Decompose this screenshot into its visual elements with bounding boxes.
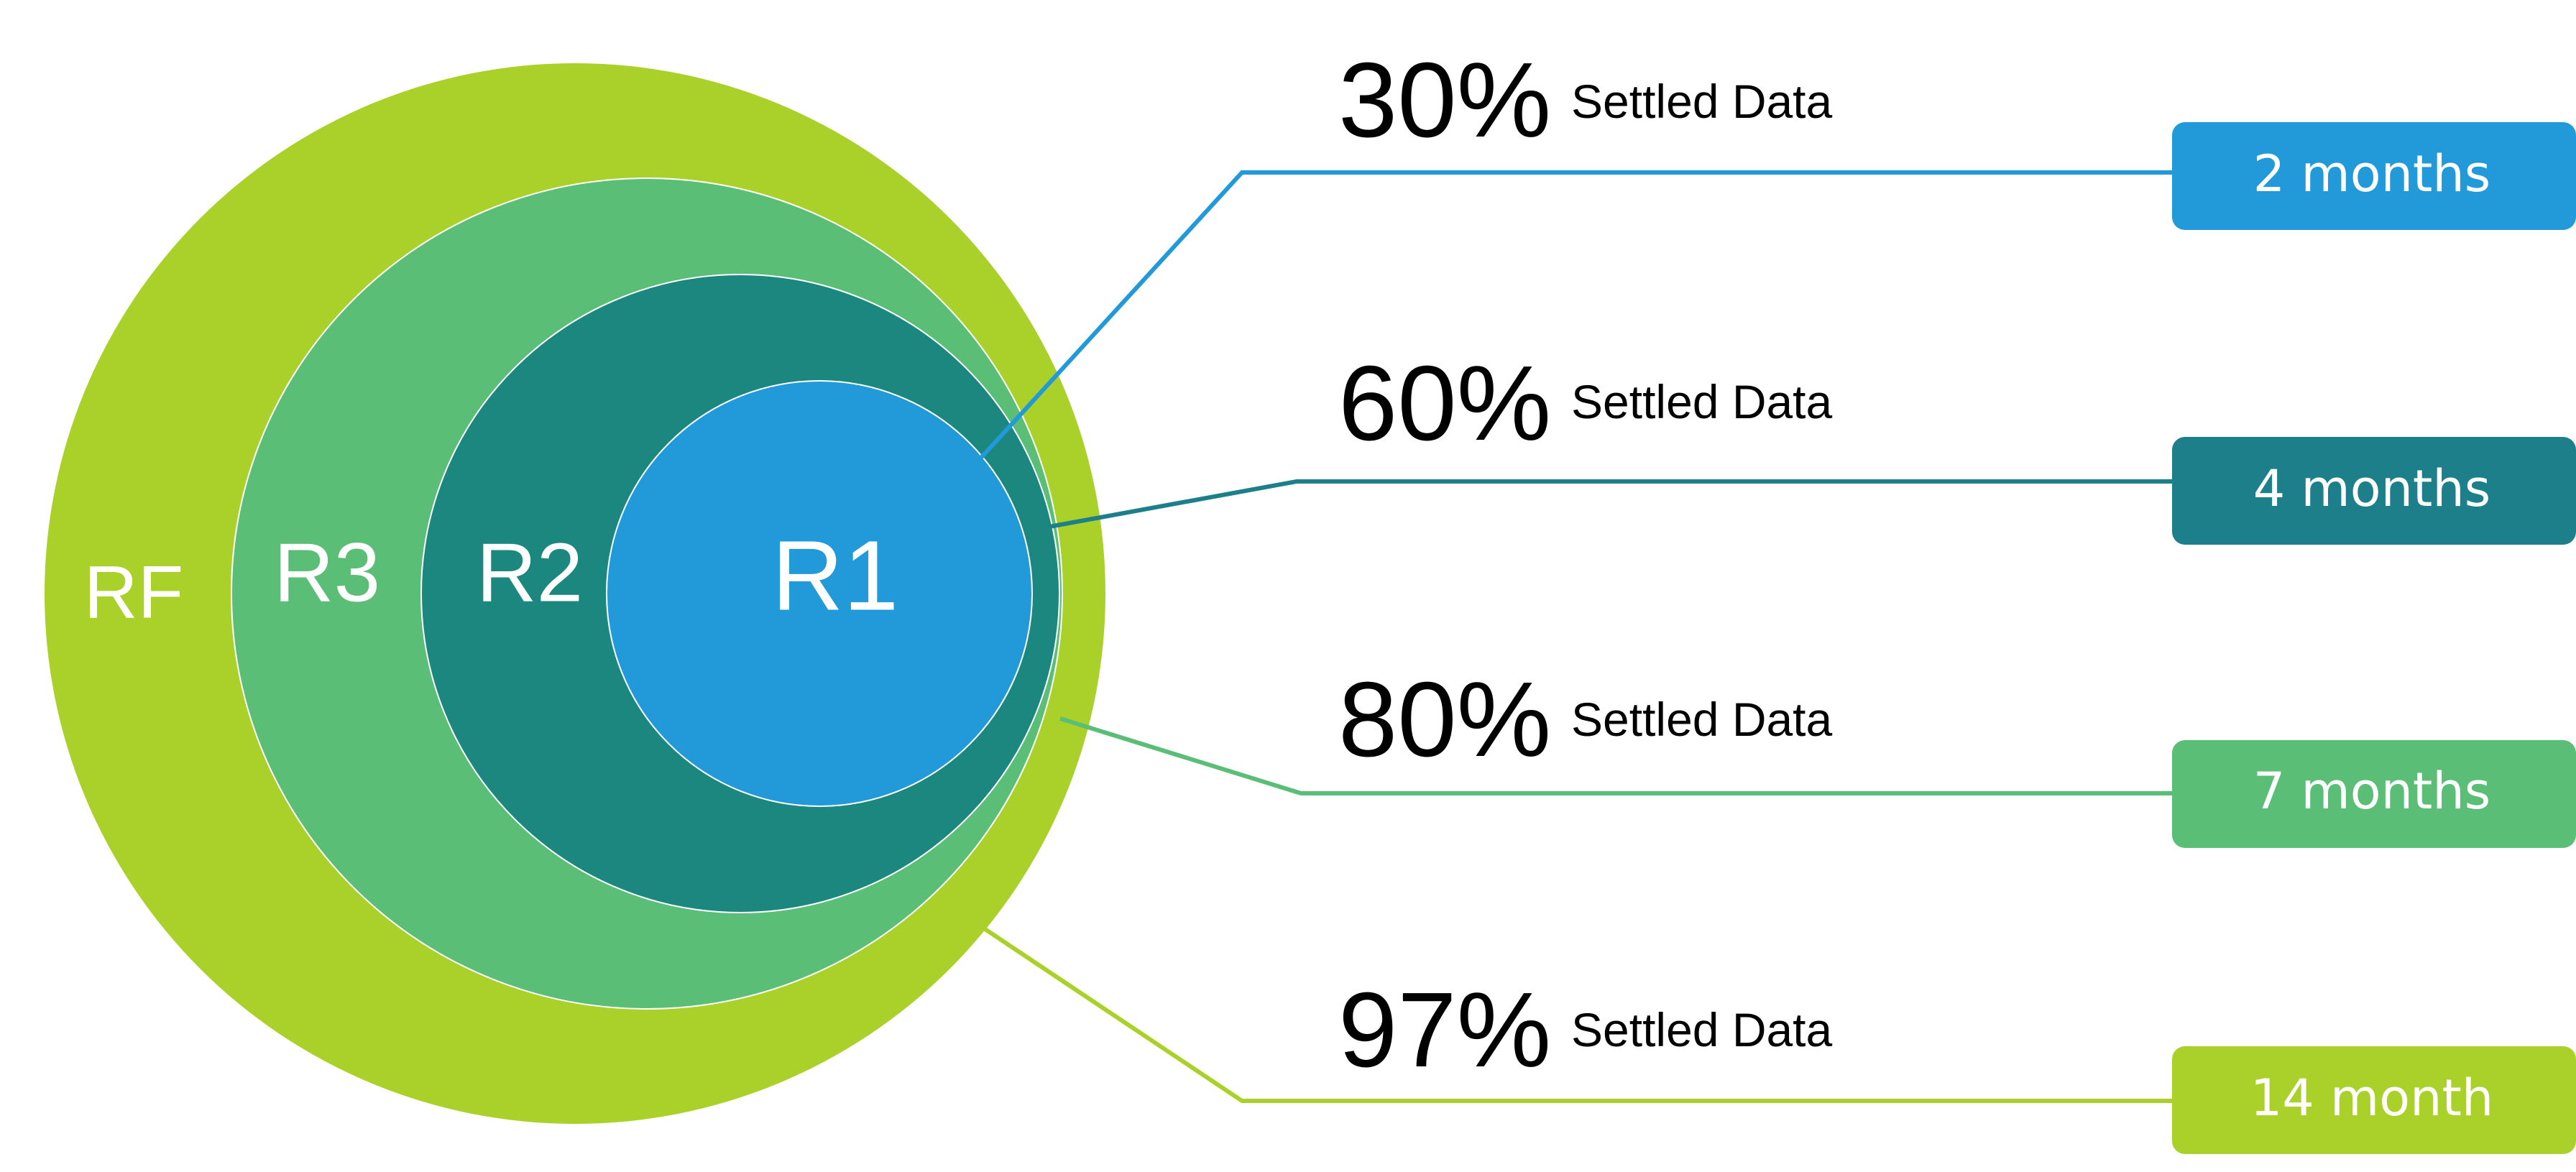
leader-line-rf — [980, 925, 2172, 1103]
ring-label-rf: RF — [84, 550, 184, 634]
caption-97: Settled Data — [1571, 1003, 1833, 1056]
ring-label-r2: R2 — [477, 526, 583, 619]
pill-7-months — [2172, 740, 2576, 848]
pill-label-14-month: 14 month — [2250, 1069, 2494, 1127]
ring-labels: RF R3 R2 R1 — [84, 520, 899, 634]
percent-80: 80% — [1338, 660, 1551, 779]
duration-pills: 2 months 4 months 7 months 14 month — [2172, 122, 2576, 1154]
percent-60: 60% — [1338, 344, 1551, 463]
ring-r1 — [606, 380, 1033, 807]
ring-label-r1: R1 — [772, 520, 898, 631]
percent-30: 30% — [1338, 41, 1551, 160]
caption-80: Settled Data — [1571, 693, 1833, 746]
leader-line-r2 — [1049, 479, 2172, 529]
pill-4-months — [2172, 437, 2576, 545]
caption-60: Settled Data — [1571, 375, 1833, 428]
pill-2-months — [2172, 122, 2576, 230]
leader-line-r3 — [1059, 716, 2172, 795]
pill-label-2-months: 2 months — [2253, 144, 2490, 203]
percent-97: 97% — [1338, 971, 1551, 1089]
pill-label-7-months: 7 months — [2253, 762, 2490, 821]
leader-lines — [978, 170, 2172, 1103]
leader-line-r1 — [978, 170, 2172, 461]
ring-label-r3: R3 — [274, 526, 380, 619]
caption-30: Settled Data — [1571, 75, 1833, 128]
pill-14-month — [2172, 1046, 2576, 1154]
ring-group — [45, 63, 1105, 1124]
percent-labels: 30% Settled Data 60% Settled Data 80% Se… — [1338, 41, 1833, 1089]
pill-label-4-months: 4 months — [2253, 459, 2490, 518]
